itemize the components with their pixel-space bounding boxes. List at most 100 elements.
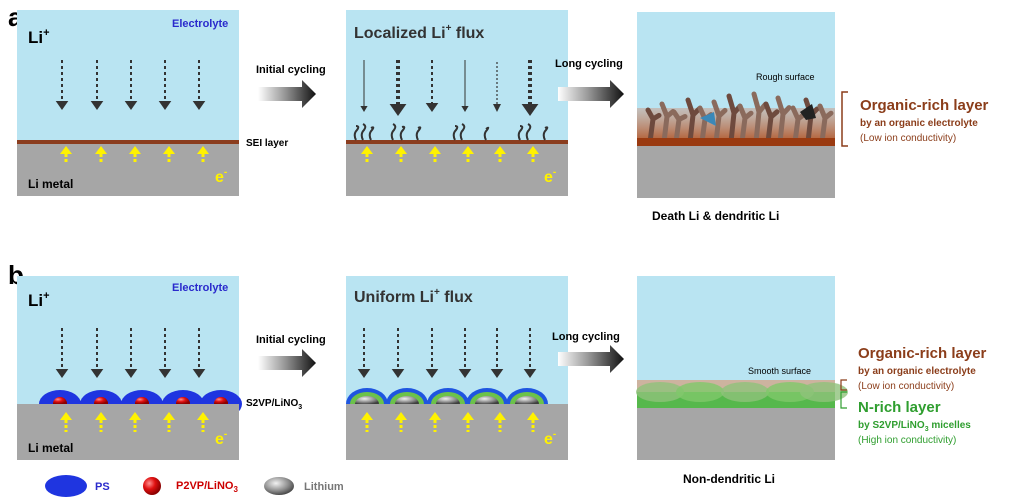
electron-arrow-head	[60, 412, 72, 420]
legend: PS P2VP/LiNO3 Lithium	[45, 475, 344, 497]
sei-layer-label: SEI layer	[246, 138, 288, 149]
rough-surface-label: Rough surface	[756, 72, 815, 82]
n-rich-bracket	[840, 391, 847, 409]
smooth-li-lens	[800, 382, 848, 402]
li-metal-label: Li metal	[28, 177, 73, 191]
s2vp-layer-label: S2VP/LiNO3	[246, 398, 302, 411]
process-arrow-icon	[258, 349, 316, 377]
layer-bracket	[841, 91, 848, 147]
electron-arrow-head	[395, 412, 407, 420]
li-whisker	[390, 123, 397, 141]
organic-bracket	[840, 379, 847, 391]
flux-arrow-head	[461, 106, 469, 112]
electron-arrow-head	[462, 146, 474, 154]
s2vp-micelles	[17, 390, 242, 460]
flux-arrow-head	[425, 103, 439, 112]
electron-label: e-	[215, 167, 227, 186]
organic-layer-by: by an organic electrolyte	[860, 118, 978, 129]
dendritic-li	[637, 91, 835, 146]
electron-arrows	[60, 146, 209, 164]
electrolyte-label: Electrolyte	[172, 18, 228, 30]
n-rich-layer-by: by S2VP/LiNO3 micelles	[858, 420, 971, 433]
electron-arrow-head	[60, 146, 72, 154]
electron-arrow-head	[129, 412, 141, 420]
electron-arrows	[60, 412, 209, 432]
electron-arrow-head	[129, 146, 141, 154]
smooth-surface-label: Smooth surface	[748, 366, 811, 376]
panel-b3-caption: Non-dendritic Li	[683, 472, 775, 486]
li-whisker	[353, 125, 360, 141]
flux-arrow-head	[90, 369, 104, 378]
flux-arrow-head	[425, 369, 439, 378]
electron-label: e-	[215, 429, 227, 448]
li-deposit	[395, 396, 419, 404]
electron-arrow-head	[197, 146, 209, 154]
dendrite	[775, 95, 792, 145]
panel-b2: Uniform Li+ flux e-	[346, 276, 568, 460]
electron-label: e-	[544, 167, 556, 186]
flux-arrow-head	[523, 369, 537, 378]
smooth-li-lens	[721, 382, 769, 402]
flux-arrow-head	[90, 101, 104, 110]
ps-legend-icon	[45, 475, 87, 497]
li-whisker	[415, 126, 422, 141]
electron-arrow-head	[494, 146, 506, 154]
lithium-legend-label: Lithium	[304, 481, 344, 493]
flux-arrow-head	[192, 101, 206, 110]
sei-base	[637, 138, 835, 146]
li-metal-region	[637, 146, 835, 198]
uniform-flux-arrows	[357, 328, 537, 378]
li-whisker	[525, 123, 532, 141]
li-deposit	[436, 396, 460, 404]
sei-layer	[346, 140, 568, 144]
electron-arrow-head	[527, 412, 539, 420]
electron-arrow-head	[361, 412, 373, 420]
li-deposit	[475, 396, 499, 404]
flux-arrow-head	[158, 369, 172, 378]
dendrite	[751, 91, 768, 145]
li-whiskers	[353, 123, 549, 141]
li-ion-arrows	[55, 328, 206, 378]
organic-layer-name: Organic-rich layer	[860, 97, 989, 114]
flux-arrow-head	[490, 369, 504, 378]
li-metal-region	[637, 408, 835, 460]
flux-arrow-head	[493, 104, 501, 112]
li-whisker	[483, 126, 490, 141]
n-rich-layer-note: (High ion conductivity)	[858, 435, 956, 446]
long-cycling-label: Long cycling	[555, 58, 623, 70]
organic-layer-name: Organic-rich layer	[858, 345, 987, 362]
electron-arrows	[361, 146, 539, 164]
li-whisker	[517, 125, 524, 141]
dendrite	[737, 103, 754, 145]
flux-arrow-head	[55, 369, 69, 378]
electrolyte-region	[17, 276, 239, 404]
organic-layer-note: (Low ion conductivity)	[860, 133, 956, 144]
electron-arrow-head	[95, 412, 107, 420]
electron-arrow-head	[527, 146, 539, 154]
electrolyte-region	[637, 276, 835, 380]
electron-arrow-head	[95, 146, 107, 154]
panel-a2: Localized Li+ flux e-	[346, 10, 568, 196]
panel-a3-caption: Death Li & dendritic Li	[652, 209, 779, 223]
electron-arrow-head	[163, 412, 175, 420]
electron-label: e-	[544, 429, 556, 448]
electron-arrow-head	[197, 412, 209, 420]
p2vp-core-top	[94, 397, 108, 404]
electron-arrow-head	[462, 412, 474, 420]
electron-arrow-head	[494, 412, 506, 420]
li-deposit	[515, 396, 539, 404]
dendrite	[645, 107, 662, 145]
process-arrow-icon	[558, 80, 624, 108]
panel-b2-title: Uniform Li+ flux	[354, 287, 473, 306]
panel-a3: Rough surface	[637, 12, 835, 198]
li-whisker	[459, 123, 466, 141]
flux-arrow-head	[521, 104, 539, 116]
electron-arrow-head	[361, 146, 373, 154]
li-ion-arrows	[55, 60, 206, 110]
li-ion-label: Li+	[28, 27, 50, 47]
panel-b1: Li+ Electrolyte Li metal e-	[17, 276, 242, 460]
li-metal-region	[346, 404, 568, 460]
flux-arrow-head	[158, 101, 172, 110]
flux-arrow-head	[391, 369, 405, 378]
